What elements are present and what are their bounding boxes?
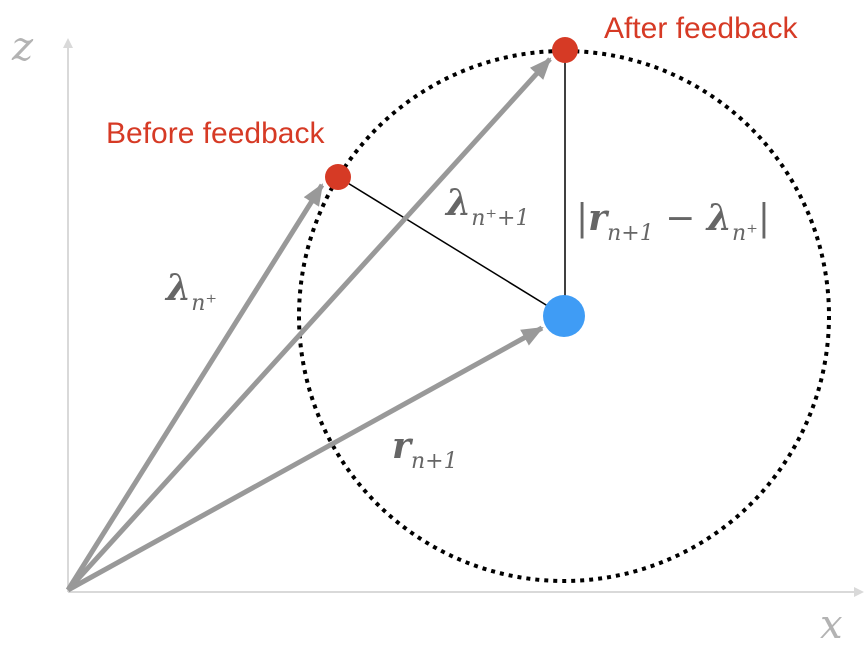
lambda-n-plus-sub: n⁺ (191, 291, 217, 316)
vector-r-n-plus-1 (66, 325, 544, 593)
after-feedback-label: After feedback (604, 12, 798, 45)
radius-bar-left: | (576, 198, 588, 239)
lambda-n-plus-1-main: λ (444, 182, 471, 224)
radius-minus: − (654, 198, 707, 239)
radius-r: r (588, 197, 610, 239)
r-n-plus-1-sub: n+1 (411, 449, 458, 474)
r-n-plus-1-label: rn+1 (392, 425, 458, 474)
vector-lambda-n-plus (65, 183, 325, 592)
before-feedback-label: Before feedback (106, 117, 325, 150)
radius-lambda: λ (705, 197, 732, 239)
radius-line-before (337, 176, 565, 317)
lambda-n-plus-main: λ (164, 267, 191, 309)
r-n-plus-1-main: r (392, 425, 414, 467)
after-feedback-point (552, 37, 578, 63)
lambda-n-plus-1-label: λn⁺+1 (444, 182, 529, 231)
radius-lambda-sub: n⁺ (732, 221, 758, 246)
radius-r-sub: n+1 (607, 221, 654, 246)
center-point (543, 295, 585, 337)
radius-bar-right: | (758, 198, 770, 239)
lambda-n-plus-1-sub: n⁺+1 (471, 206, 529, 231)
feedback-circle (297, 49, 831, 583)
x-axis-label: x (820, 602, 843, 648)
before-feedback-point (325, 164, 351, 190)
radius-magnitude-label: |rn+1 − λn⁺| (576, 197, 770, 246)
lambda-n-plus-label: λn⁺ (164, 267, 217, 316)
vector-lambda-n-plus-1 (66, 57, 552, 592)
z-axis-label: z (11, 24, 34, 70)
